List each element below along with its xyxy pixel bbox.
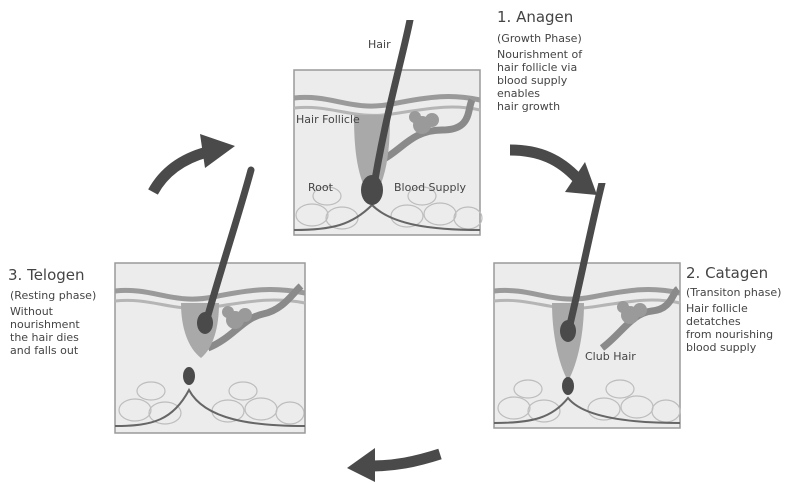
arrow-telogen-to-anagen [145, 128, 240, 198]
anagen-title: 1. Anagen [497, 8, 573, 26]
catagen-subtitle: (Transiton phase) [686, 286, 781, 299]
catagen-line-4: blood supply [686, 341, 781, 354]
anagen-line-2: hair follicle via [497, 61, 582, 74]
telogen-description: (Resting phase) Without nourishment the … [10, 289, 96, 357]
hair-label: Hair [368, 38, 391, 51]
root-label: Root [308, 181, 333, 194]
blood-supply-label: Blood Supply [394, 181, 466, 194]
catagen-description: (Transiton phase) Hair follicle detatche… [686, 286, 781, 354]
telogen-line-1: Without [10, 305, 96, 318]
club-hair-label: Club Hair [585, 350, 636, 363]
telogen-line-4: and falls out [10, 344, 96, 357]
catagen-line-3: from nourishing [686, 328, 781, 341]
catagen-panel [492, 183, 692, 433]
hair-follicle-label: Hair Follicle [296, 113, 360, 126]
anagen-line-4: enables [497, 87, 582, 100]
telogen-line-2: nourishment [10, 318, 96, 331]
telogen-title: 3. Telogen [8, 266, 85, 284]
anagen-description: (Growth Phase) Nourishment of hair folli… [497, 32, 582, 113]
anagen-line-5: hair growth [497, 100, 582, 113]
telogen-subtitle: (Resting phase) [10, 289, 96, 302]
anagen-panel [292, 20, 492, 240]
telogen-panel [113, 158, 313, 438]
arrow-anagen-to-catagen [505, 140, 605, 200]
anagen-subtitle: (Growth Phase) [497, 32, 582, 45]
anagen-line-1: Nourishment of [497, 48, 582, 61]
catagen-line-2: detatches [686, 315, 781, 328]
arrow-catagen-to-telogen [345, 440, 445, 484]
catagen-title: 2. Catagen [686, 264, 768, 282]
anagen-line-3: blood supply [497, 74, 582, 87]
catagen-line-1: Hair follicle [686, 302, 781, 315]
telogen-line-3: the hair dies [10, 331, 96, 344]
